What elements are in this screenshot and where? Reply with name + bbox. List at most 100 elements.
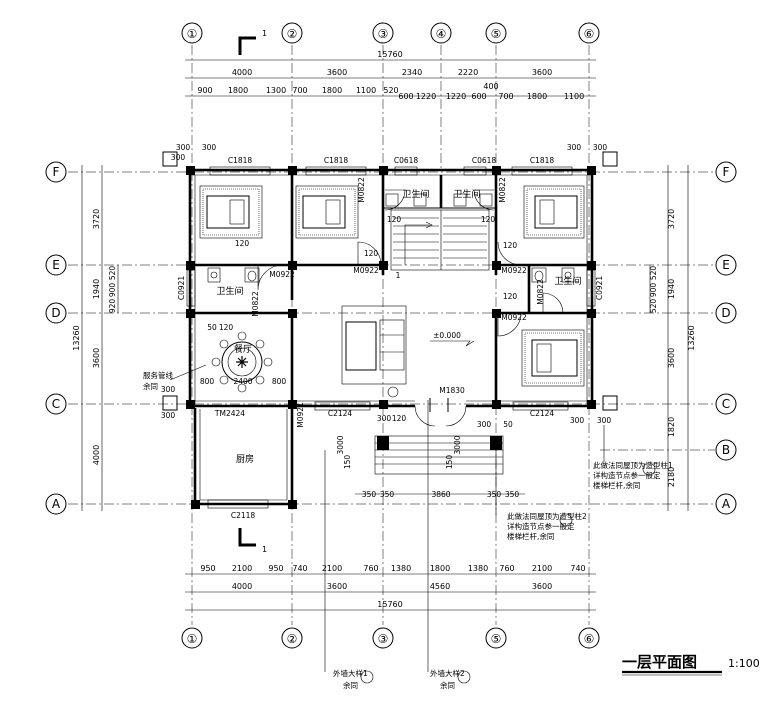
svg-text:300: 300: [161, 411, 176, 420]
svg-text:2340: 2340: [402, 68, 422, 77]
svg-text:13260: 13260: [687, 325, 696, 350]
axis-D-right: D: [721, 306, 730, 320]
axis-6-top: ⑥: [584, 27, 595, 41]
svg-text:350: 350: [487, 490, 502, 499]
svg-text:740: 740: [292, 564, 307, 573]
axis-1-top: ①: [187, 27, 198, 41]
svg-text:3600: 3600: [327, 582, 347, 591]
svg-text:700: 700: [498, 92, 513, 101]
svg-text:600: 600: [398, 92, 413, 101]
section-mark-bottom: 1: [238, 528, 267, 554]
left-dimensions: 13260 3720 1940 3600 4000 920 900 520: [72, 165, 119, 511]
walls: [188, 168, 594, 506]
axis-5-top: ⑤: [491, 27, 502, 41]
bathroom-fixtures: [207, 193, 575, 283]
svg-text:3860: 3860: [431, 490, 450, 499]
svg-text:余同: 余同: [143, 381, 158, 391]
svg-text:4000: 4000: [92, 445, 101, 465]
svg-text:300: 300: [597, 416, 612, 425]
svg-text:350: 350: [362, 490, 377, 499]
section-mark-top: 1: [238, 29, 267, 55]
door-label: M0822: [536, 279, 545, 305]
axis-4-top: ④: [436, 27, 447, 41]
axis-C-left: C: [52, 397, 60, 411]
svg-text:900: 900: [649, 283, 658, 298]
interior-dims: 50 120 800 800 2400 120 120 120 120 120 …: [161, 153, 612, 499]
svg-text:2100: 2100: [322, 564, 342, 573]
svg-text:50: 50: [503, 420, 513, 429]
plan-scale: 1:100: [728, 657, 760, 670]
entry-steps: 3000 3000 150 150: [336, 435, 504, 475]
svg-text:300: 300: [567, 143, 582, 152]
svg-text:1100: 1100: [356, 86, 376, 95]
axis-5-bottom: ⑤: [491, 632, 502, 646]
axis-2-top: ②: [287, 27, 298, 41]
plan-title: 一层平面图: [622, 653, 697, 671]
svg-text:1940: 1940: [667, 279, 676, 299]
svg-text:120: 120: [481, 215, 496, 224]
doors: [257, 189, 564, 427]
svg-text:120: 120: [387, 215, 402, 224]
svg-text:13260: 13260: [72, 325, 81, 350]
svg-text:800: 800: [272, 377, 287, 386]
door-label: M0822: [357, 177, 366, 203]
axis-D-left: D: [51, 306, 60, 320]
window-label: C0618: [394, 156, 419, 165]
svg-text:300: 300: [593, 143, 608, 152]
axis-C-right: C: [722, 397, 730, 411]
svg-text:3600: 3600: [327, 68, 347, 77]
axis-bubbles-top: ① ② ③ ④ ⑤ ⑥: [181, 22, 600, 44]
svg-text:120: 120: [219, 323, 234, 332]
door-label: M0922: [353, 266, 379, 275]
stair: 1: [390, 209, 490, 280]
svg-text:300: 300: [161, 385, 176, 394]
room-bathroom: 卫生间: [402, 188, 429, 200]
svg-text:520: 520: [649, 299, 658, 314]
svg-text:2100: 2100: [232, 564, 252, 573]
beds: [199, 185, 585, 387]
svg-text:520: 520: [649, 266, 658, 281]
note-wall-detail-2: 外墙大样2: [430, 668, 465, 678]
svg-text:950: 950: [268, 564, 283, 573]
axis-1-bottom: ①: [187, 632, 198, 646]
window-label: C1818: [324, 156, 349, 165]
svg-text:3000: 3000: [336, 435, 345, 454]
svg-text:4560: 4560: [430, 582, 450, 591]
note-wall-detail-1: 外墙大样1: [333, 668, 368, 678]
svg-text:1380: 1380: [391, 564, 411, 573]
floor-elevation: ±0.000: [433, 331, 461, 340]
annotations: 服务管线 余同 此做法同屋顶为造型柱1 详构造节点参一般定 楼梯栏杆,余同 此做…: [143, 364, 673, 690]
svg-text:楼梯栏杆,余同: 楼梯栏杆,余同: [593, 480, 640, 490]
columns: [162, 151, 618, 509]
top-total-dim: 15760: [377, 50, 402, 59]
window-label: C1818: [530, 156, 555, 165]
svg-text:详构造节点参一般定: 详构造节点参一般定: [507, 521, 575, 531]
bottom-dimensions: 950 2100 950 740 2100 760 1380 1800 1380…: [185, 564, 596, 611]
axis-2-bottom: ②: [287, 632, 298, 646]
room-bathroom: 卫生间: [216, 285, 243, 297]
svg-text:520: 520: [383, 86, 398, 95]
svg-text:余同: 余同: [440, 680, 455, 690]
svg-text:760: 760: [363, 564, 378, 573]
svg-text:详构造节点参一般定: 详构造节点参一般定: [593, 470, 661, 480]
window-label: C2124: [328, 409, 353, 418]
svg-text:120: 120: [503, 292, 518, 301]
svg-text:120: 120: [392, 414, 407, 423]
door-label: M1830: [439, 386, 465, 395]
living-furniture: [341, 305, 407, 398]
note-column-1: 此做法同屋顶为造型柱1: [593, 460, 673, 470]
svg-text:1800: 1800: [430, 564, 450, 573]
axis-bubbles-side: F E D C A F E D C B A: [45, 161, 737, 515]
svg-text:余同: 余同: [343, 680, 358, 690]
svg-text:600: 600: [471, 92, 486, 101]
window-label: C0921: [177, 276, 186, 301]
door-label: M0822: [498, 177, 507, 203]
svg-text:150: 150: [343, 455, 352, 470]
drawing-title: 一层平面图 1:100: [622, 653, 760, 676]
door-label: M0922: [501, 313, 527, 322]
svg-text:1800: 1800: [322, 86, 342, 95]
note-service: 服务管线: [143, 370, 173, 380]
svg-text:920: 920: [108, 299, 117, 314]
svg-text:3720: 3720: [667, 209, 676, 229]
